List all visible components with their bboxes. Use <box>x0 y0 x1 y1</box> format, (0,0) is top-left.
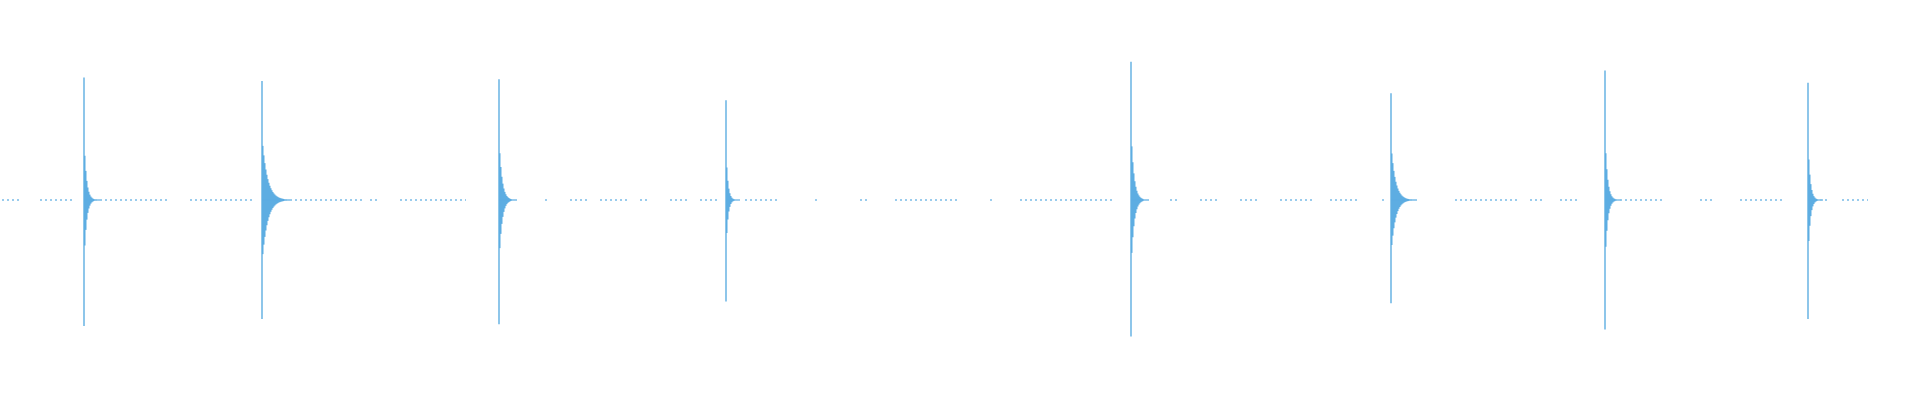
transient-spike <box>1390 93 1415 304</box>
transient-spike <box>1807 82 1823 319</box>
transient-spike <box>1130 61 1149 337</box>
transient-spike <box>83 77 100 326</box>
transient-spike <box>498 79 517 325</box>
transient-spike <box>725 100 740 302</box>
transient-spike <box>261 81 290 319</box>
transient-spike <box>1604 70 1621 330</box>
transient-layer <box>83 61 1823 337</box>
